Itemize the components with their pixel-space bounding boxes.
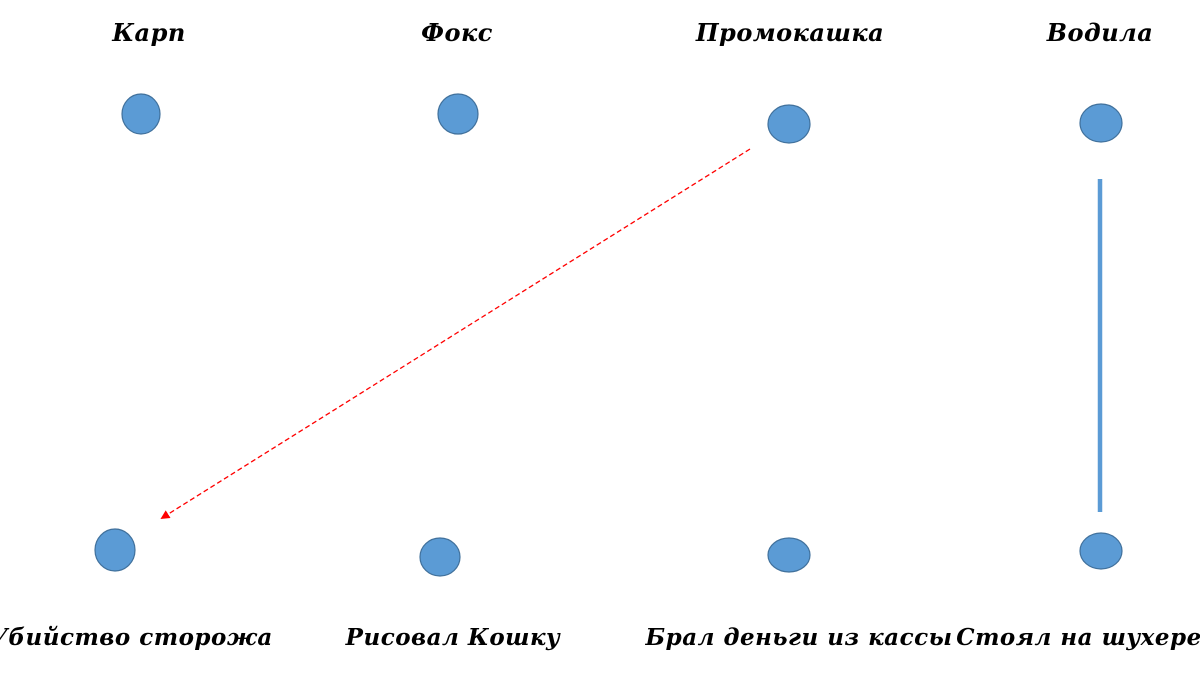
node-promokashka[interactable]: [767, 104, 811, 144]
label-karp: Карп: [112, 18, 186, 47]
label-foks: Фокс: [421, 18, 493, 47]
label-drew-cat: Рисовал Кошку: [345, 624, 561, 651]
label-vodila: Водила: [1046, 18, 1154, 47]
node-drew-cat[interactable]: [419, 537, 461, 577]
label-murder: Убийство сторожа: [0, 624, 273, 651]
node-lookout[interactable]: [1079, 532, 1123, 570]
label-took-money: Брал деньги из кассы: [645, 624, 953, 651]
node-vodila[interactable]: [1079, 103, 1123, 143]
label-promokashka: Промокашка: [695, 18, 885, 47]
label-lookout: Стоял на шухере: [956, 624, 1200, 651]
node-karp[interactable]: [121, 93, 161, 135]
node-murder[interactable]: [94, 528, 136, 572]
node-foks[interactable]: [437, 93, 479, 135]
link-promokashka-murder: [160, 148, 751, 519]
node-took-money[interactable]: [767, 537, 811, 573]
